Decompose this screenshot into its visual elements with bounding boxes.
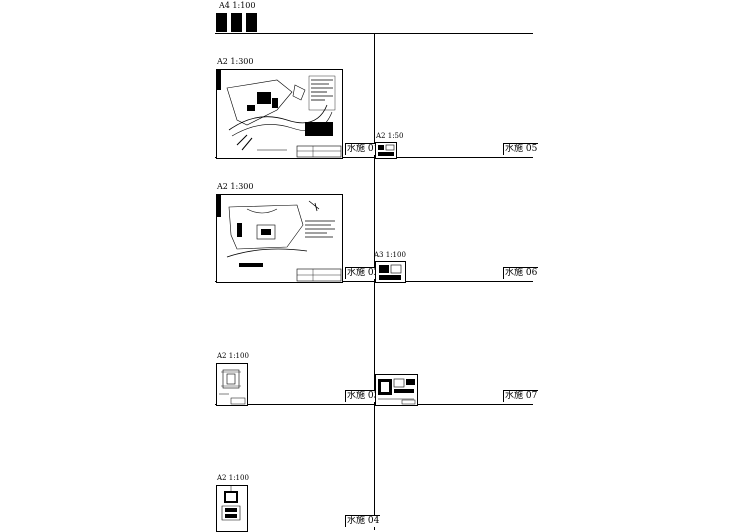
- top-thumbnail-3[interactable]: [246, 13, 257, 32]
- sheet-07-thumbnail[interactable]: [375, 374, 418, 406]
- sheet-01-scale-label: A2 1:300: [217, 57, 254, 66]
- sheet-04-thumbnail[interactable]: [216, 485, 248, 532]
- sheet-01-thumbnail[interactable]: [216, 69, 343, 159]
- sheet-05-thumbnail[interactable]: [375, 142, 397, 159]
- sheet-06-thumbnail[interactable]: [375, 261, 406, 283]
- sheet-01-id: 水施 01: [345, 143, 381, 155]
- sheet-03-id: 水施 03: [345, 390, 381, 402]
- detail-drawing-07: [378, 378, 416, 405]
- grid-line-row3: [215, 404, 533, 405]
- sheet-05-id: 水施 05: [503, 143, 539, 155]
- sheet-02-thumbnail[interactable]: [216, 194, 343, 283]
- sheet-03-thumbnail[interactable]: [216, 363, 248, 406]
- sheet-02-id: 水施 02: [345, 267, 381, 279]
- sheet-06-id: 水施 06: [503, 267, 539, 279]
- detail-drawing-03: [219, 369, 246, 405]
- top-scale-label: A4 1:100: [219, 1, 256, 10]
- sheet-02-scale-label: A2 1:300: [217, 182, 254, 191]
- top-thumbnail-2[interactable]: [231, 13, 242, 32]
- sheet-03-scale-label: A2 1:100: [217, 352, 249, 360]
- top-thumbnail-1[interactable]: [216, 13, 227, 32]
- sheet-07-id: 水施 07: [503, 390, 539, 402]
- site-plan-drawing-02: [217, 195, 342, 282]
- sheet-04-id: 水施 04: [345, 515, 381, 527]
- detail-drawing-06: [379, 264, 402, 280]
- grid-line-row2: [215, 281, 533, 282]
- sheet-05-scale-label: A2 1:50: [376, 132, 404, 140]
- sheet-04-scale-label: A2 1:100: [217, 474, 249, 482]
- detail-drawing-05: [378, 144, 395, 156]
- site-plan-drawing-01: [217, 70, 342, 158]
- detail-drawing-04: [221, 486, 241, 521]
- grid-line-row1: [215, 157, 533, 158]
- sheet-06-scale-label: A3 1:100: [374, 251, 406, 259]
